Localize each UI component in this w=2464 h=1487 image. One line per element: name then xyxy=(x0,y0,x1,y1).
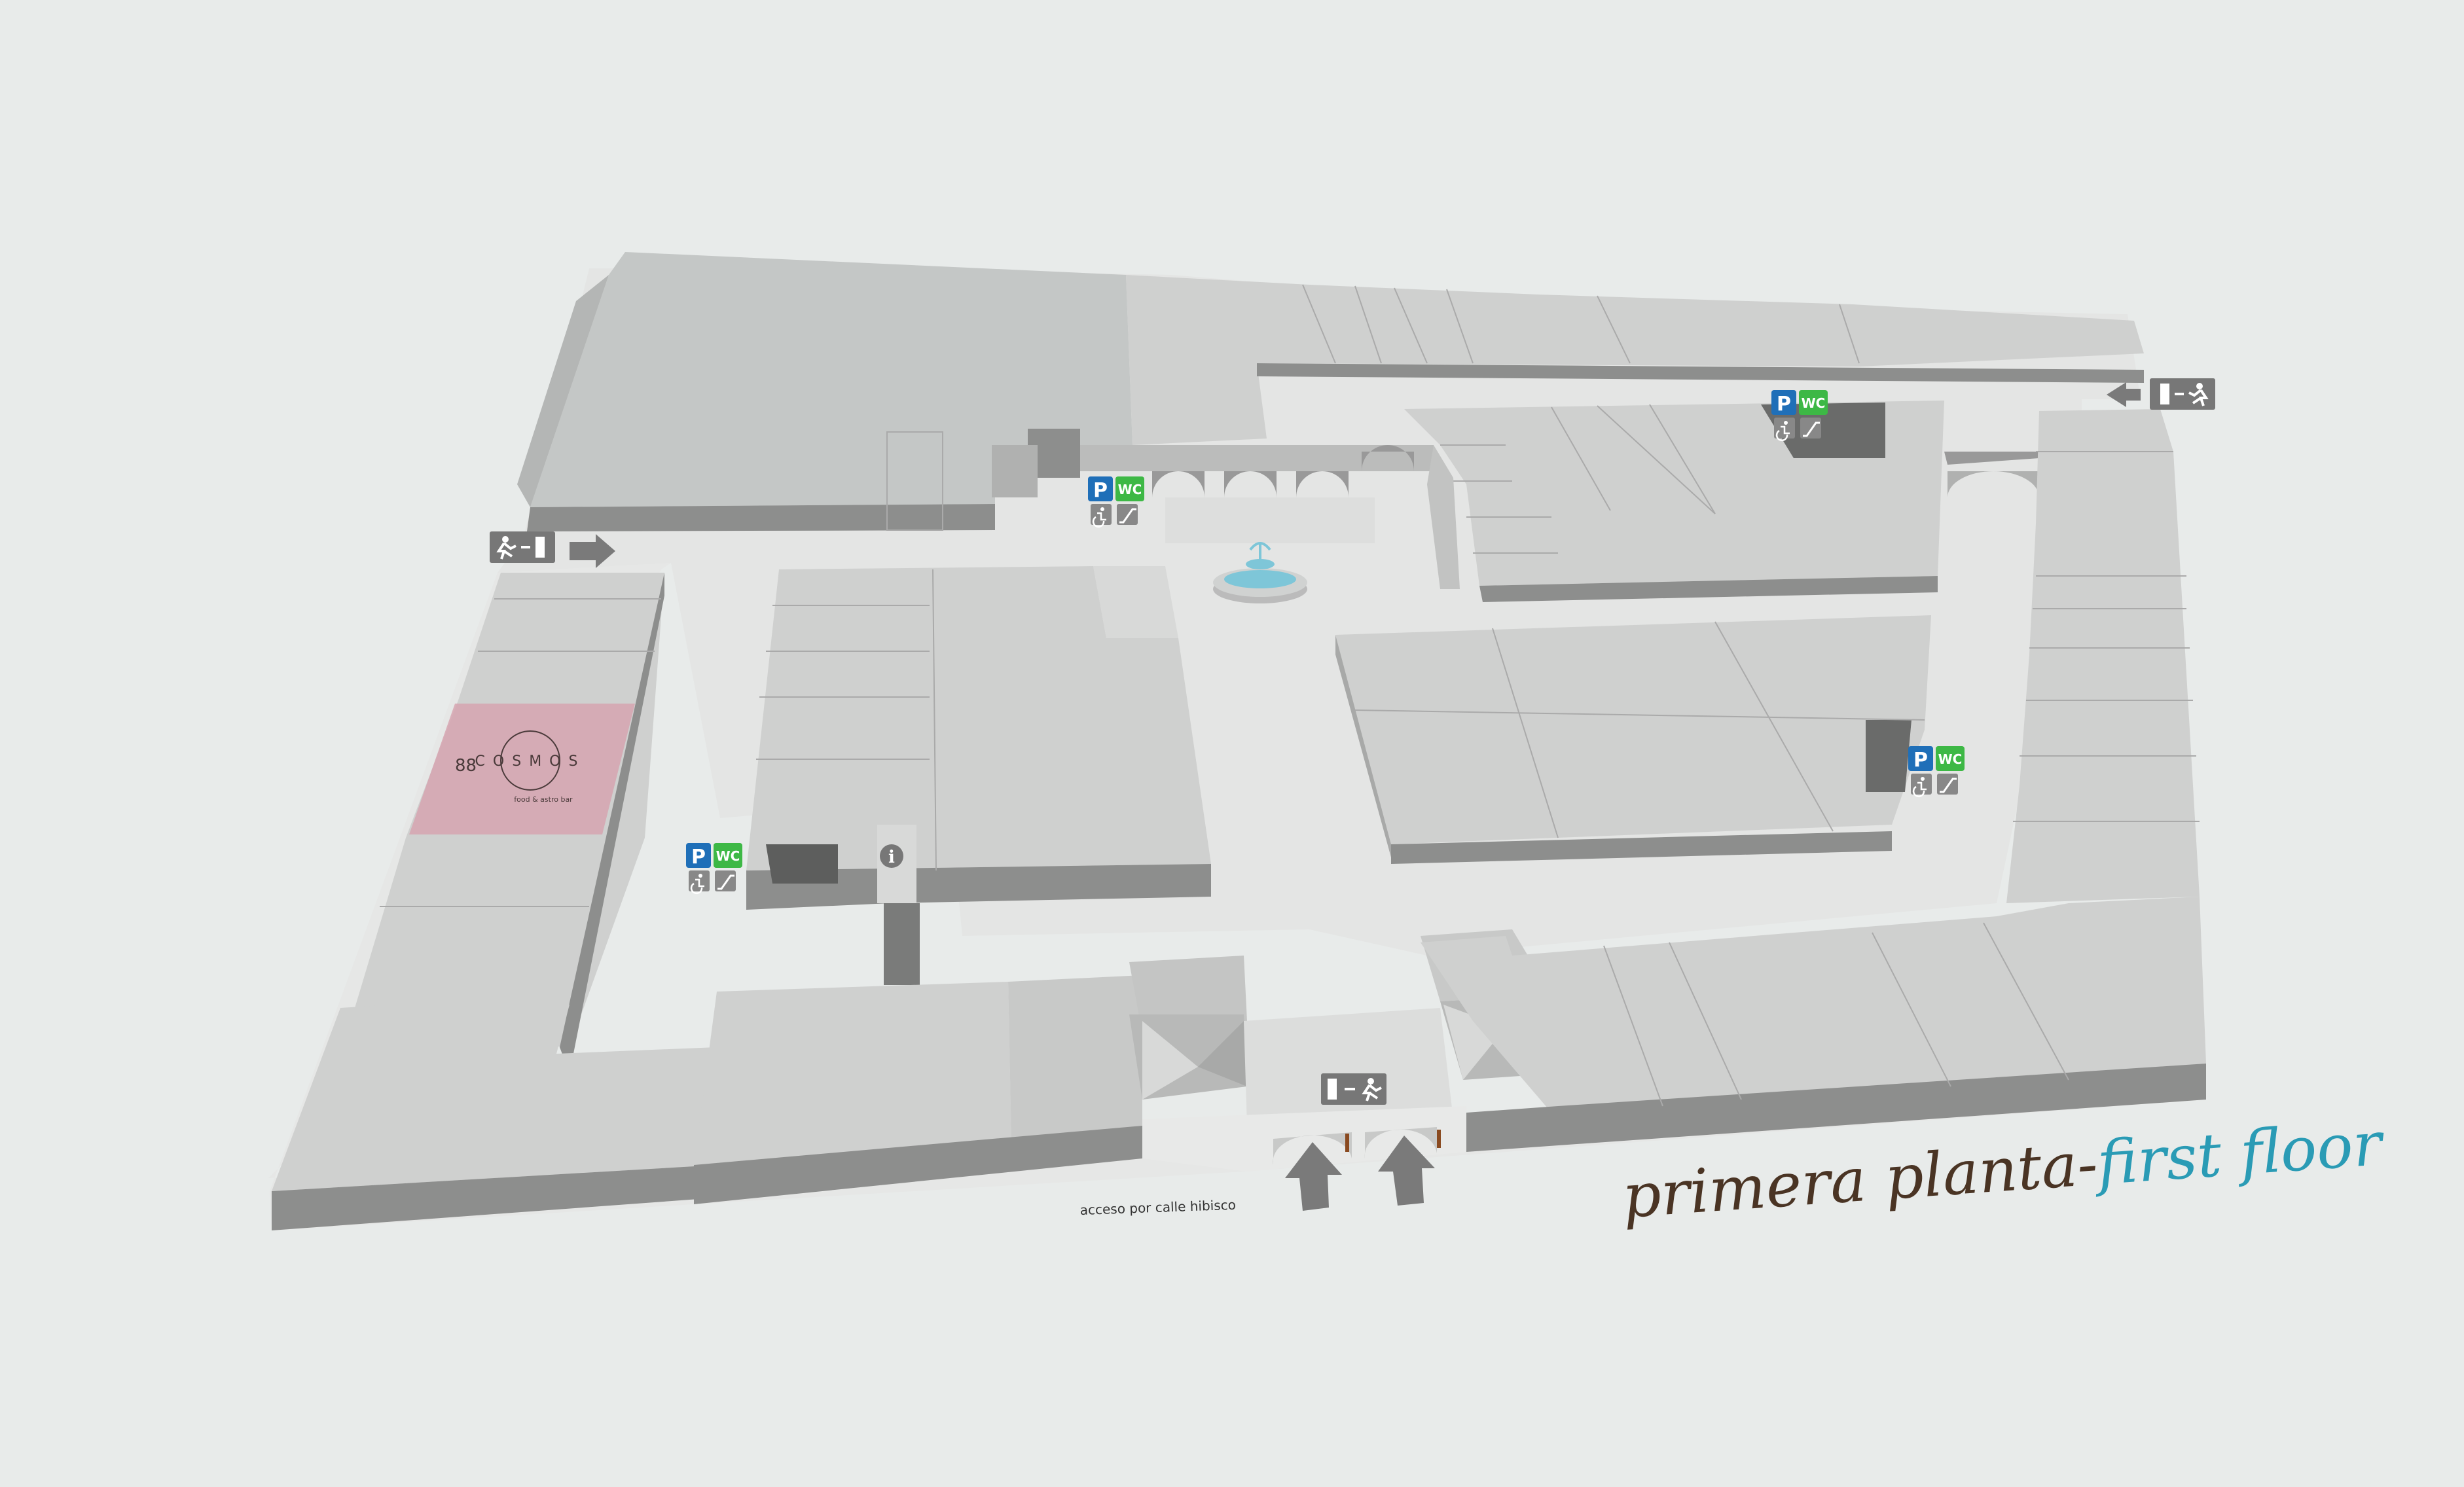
entrance-arrow-icon xyxy=(1378,1136,1435,1206)
floor-title-main: primera planta- xyxy=(1620,1128,2100,1231)
block-southeast xyxy=(1421,897,2206,1152)
block-east xyxy=(1944,409,2200,903)
block-north-strip xyxy=(1126,275,2144,445)
facility-group-west[interactable] xyxy=(685,842,744,895)
shop-tagline: food & astro bar xyxy=(514,795,573,804)
floor-title-accent: first floor xyxy=(2091,1109,2387,1199)
shop-brand: COSMOS xyxy=(475,753,586,770)
cosmos-logo xyxy=(500,730,560,791)
block-northwest xyxy=(517,252,1132,531)
arrow-icon xyxy=(570,534,615,568)
shop-88-cosmos[interactable]: 88 COSMOS food & astro bar xyxy=(409,704,635,834)
emergency-exit-icon xyxy=(1321,1073,1386,1105)
block-central-east xyxy=(1335,615,1931,864)
fountain-icon xyxy=(1213,542,1307,603)
access-label: acceso por calle hibisco xyxy=(1079,1197,1236,1218)
info-icon[interactable]: i xyxy=(880,844,903,868)
emergency-exit-icon xyxy=(488,530,556,564)
block-central-west xyxy=(746,566,1211,985)
entrance-arrow-icon xyxy=(1285,1142,1342,1211)
block-southwest xyxy=(272,975,1142,1230)
shop-number: 88 xyxy=(455,756,477,776)
arrow-icon xyxy=(2107,382,2141,407)
emergency-exit-icon xyxy=(2148,377,2217,411)
svg-text:i: i xyxy=(888,848,895,867)
block-northeast-inner xyxy=(1404,401,1944,602)
arch-passage xyxy=(992,429,1434,550)
